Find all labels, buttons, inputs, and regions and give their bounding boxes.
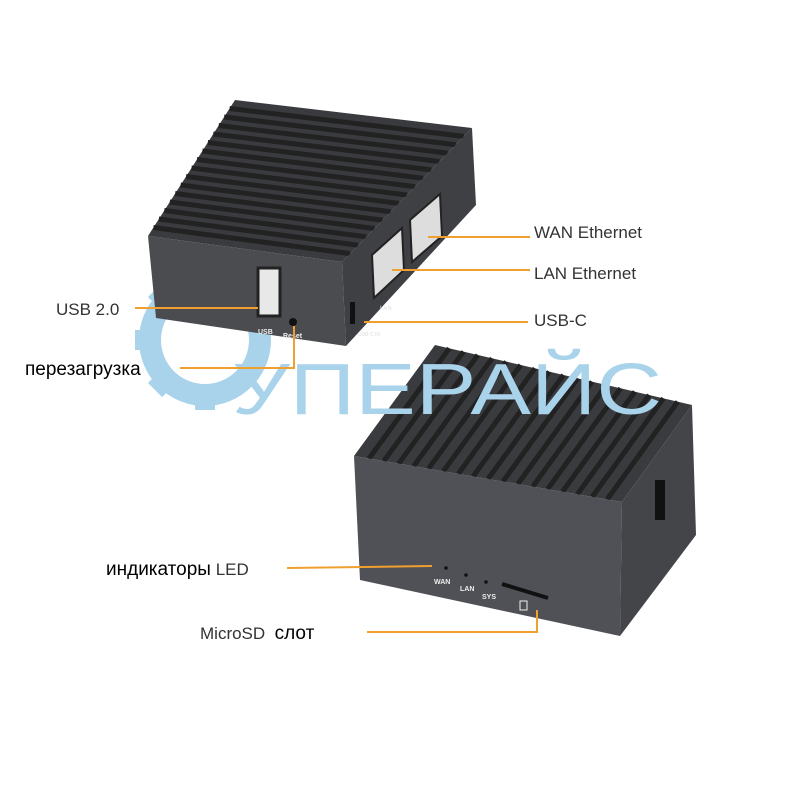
- heatsink-fin: [153, 225, 351, 257]
- heatsink-fin: [212, 131, 440, 164]
- reset-button: [289, 318, 297, 326]
- usb-c-port: [350, 302, 355, 324]
- heatsink-fin: [180, 182, 392, 215]
- heatsink-fin: [396, 353, 480, 466]
- sd-card-icon: [519, 600, 528, 611]
- heatsink-fin: [202, 148, 424, 181]
- lan-port-label: LAN: [380, 306, 392, 312]
- heatsink-fin: [485, 373, 566, 481]
- callout-microsd: MicroSD слот: [200, 624, 314, 643]
- heatsink-fin: [545, 386, 623, 491]
- heatsink-fin: [196, 157, 416, 190]
- led-label-sys: SYS: [482, 594, 496, 601]
- callout-led-prefix: индикаторы: [106, 559, 211, 580]
- router-rear-view: USB Reset LAN USB-C IN: [148, 100, 476, 346]
- heatsink-fin: [207, 140, 432, 173]
- callout-led: индикаторы LED: [106, 560, 249, 579]
- heatsink-fin: [158, 216, 359, 248]
- heatsink-fin: [590, 396, 666, 499]
- callout-reset: перезагрузка: [25, 359, 141, 380]
- heatsink-fin: [174, 191, 383, 223]
- reset-label: Reset: [283, 333, 303, 340]
- callout-microsd-prefix: MicroSD: [200, 624, 266, 643]
- heatsink-fin: [191, 165, 408, 198]
- callout-microsd-suffix: слот: [274, 623, 315, 644]
- heatsink-fin: [366, 346, 452, 461]
- usb-port-label: USB: [258, 329, 273, 336]
- heatsink-fin: [441, 363, 523, 473]
- callout-led-suffix: LED: [215, 560, 249, 579]
- heatsink-fin: [456, 366, 537, 476]
- heatsink-fin: [426, 360, 509, 471]
- watermark-text: УПЕРАЙС: [232, 348, 662, 430]
- callout-lines: [135, 236, 538, 633]
- usb-port: [256, 266, 282, 318]
- heatsink-fin: [411, 356, 495, 468]
- heatsink-fin: [605, 400, 680, 501]
- heatsink-fin: [381, 350, 466, 463]
- router-front-view: WAN LAN SYS: [354, 345, 696, 636]
- callout-usb-2: USB 2.0: [56, 300, 120, 319]
- heatsink-fin: [185, 174, 400, 206]
- heatsink-fin: [218, 123, 448, 156]
- heatsink-fin: [575, 393, 652, 496]
- heatsink-fin: [163, 208, 367, 240]
- heatsink-fin: [500, 376, 580, 484]
- heatsink-fin: [169, 199, 375, 231]
- callout-lan-ethernet: LAN Ethernet: [534, 264, 637, 283]
- led-label-lan: LAN: [460, 586, 474, 593]
- usb-c-port-label: USB-C IN: [358, 332, 380, 338]
- heatsink-fin: [530, 383, 609, 489]
- heatsink-fin: [471, 370, 552, 478]
- callout-usb-c: USB-C: [534, 311, 587, 330]
- led-label-wan: WAN: [434, 579, 450, 586]
- heatsink-fin: [560, 390, 637, 494]
- microsd-slot: [501, 582, 549, 600]
- heatsink-fin: [229, 106, 465, 139]
- heatsink-fin: [515, 380, 595, 486]
- callout-wan-ethernet: WAN Ethernet: [534, 223, 643, 242]
- heatsink-fin: [223, 114, 457, 148]
- led-indicators: [444, 566, 488, 584]
